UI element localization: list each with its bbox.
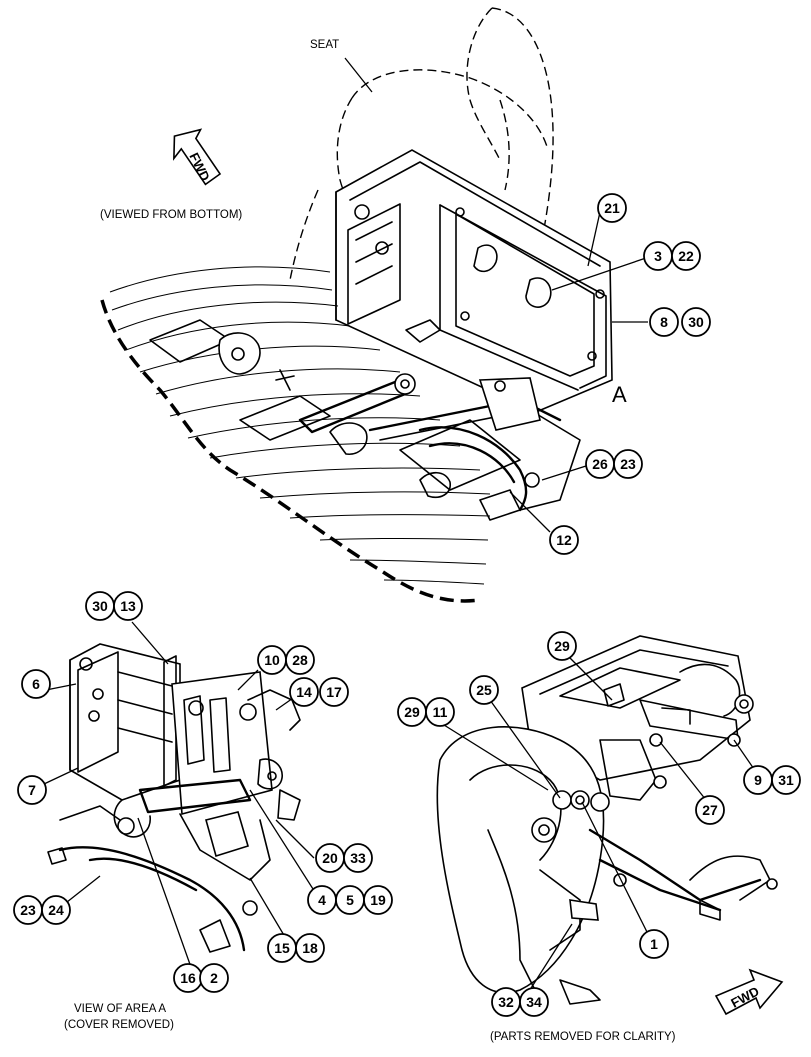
callout-9: 9 xyxy=(743,765,773,795)
fwd-arrow-top: FWD xyxy=(173,128,222,186)
callout-19: 19 xyxy=(363,885,393,915)
svg-text:10: 10 xyxy=(264,652,280,668)
svg-text:25: 25 xyxy=(476,682,492,698)
svg-text:9: 9 xyxy=(754,772,762,788)
callout-25: 25 xyxy=(469,675,499,705)
svg-text:26: 26 xyxy=(592,456,608,472)
callout-10: 10 xyxy=(257,645,287,675)
callout-23: 23 xyxy=(613,449,643,479)
fwd-arrow-bottom: FWD xyxy=(714,968,784,1016)
callout-26: 26 xyxy=(585,449,615,479)
svg-text:6: 6 xyxy=(32,676,40,692)
svg-text:22: 22 xyxy=(678,248,694,264)
svg-text:20: 20 xyxy=(322,850,338,866)
svg-text:29: 29 xyxy=(554,638,570,654)
callout-31: 31 xyxy=(771,765,801,795)
seat-outline xyxy=(289,7,554,281)
svg-text:4: 4 xyxy=(318,892,326,908)
callout-30: 30 xyxy=(85,591,115,621)
svg-text:7: 7 xyxy=(28,782,36,798)
callout-17: 17 xyxy=(319,677,349,707)
callout-15: 15 xyxy=(267,933,297,963)
callout-8: 8 xyxy=(649,307,679,337)
callout-22: 22 xyxy=(671,241,701,271)
callout-23: 23 xyxy=(13,895,43,925)
linkage-mechanism xyxy=(218,332,581,521)
callout-4: 4 xyxy=(307,885,337,915)
svg-text:5: 5 xyxy=(346,892,354,908)
callout-27: 27 xyxy=(695,795,725,825)
svg-text:8: 8 xyxy=(660,314,668,330)
callouts: 21 3 22 8 30 26 23 12 30 13 10 28 14 17 … xyxy=(13,193,801,1017)
callout-3: 3 xyxy=(643,241,673,271)
fwd-label-top: FWD xyxy=(186,150,212,183)
svg-text:23: 23 xyxy=(20,902,36,918)
view-of-area-a: VIEW OF AREA A (COVER REMOVED) xyxy=(43,621,321,1031)
callout-34: 34 xyxy=(519,987,549,1017)
cover-removed-label: (COVER REMOVED) xyxy=(64,1019,174,1031)
callout-30: 30 xyxy=(681,307,711,337)
svg-text:28: 28 xyxy=(292,652,308,668)
callout-6: 6 xyxy=(21,669,51,699)
callout-29: 29 xyxy=(547,631,577,661)
callout-20: 20 xyxy=(315,843,345,873)
svg-text:15: 15 xyxy=(274,940,290,956)
seat-label: SEAT xyxy=(310,39,339,51)
svg-text:11: 11 xyxy=(433,704,448,720)
svg-text:30: 30 xyxy=(688,314,704,330)
seat-base-box xyxy=(335,149,613,413)
svg-text:29: 29 xyxy=(404,704,420,720)
fwd-label-bottom: FWD xyxy=(728,983,761,1010)
callout-16: 16 xyxy=(173,963,203,993)
viewed-from-bottom-label: (VIEWED FROM BOTTOM) xyxy=(100,209,242,221)
svg-text:21: 21 xyxy=(604,200,620,216)
area-a-label: A xyxy=(612,382,627,407)
svg-text:34: 34 xyxy=(526,994,542,1010)
svg-text:12: 12 xyxy=(556,532,572,548)
callout-32: 32 xyxy=(491,987,521,1017)
callout-33: 33 xyxy=(343,843,373,873)
svg-text:33: 33 xyxy=(350,850,366,866)
svg-text:2: 2 xyxy=(210,970,218,986)
svg-text:13: 13 xyxy=(120,598,136,614)
callout-13: 13 xyxy=(113,591,143,621)
svg-text:18: 18 xyxy=(302,940,318,956)
parts-removed-label: (PARTS REMOVED FOR CLARITY) xyxy=(490,1031,676,1043)
callout-29: 29 xyxy=(397,697,427,727)
top-view: FWD SEAT (VIEWED FROM BOTTOM) A xyxy=(100,7,648,603)
callout-1: 1 xyxy=(639,929,669,959)
svg-text:17: 17 xyxy=(326,684,342,700)
callout-28: 28 xyxy=(285,645,315,675)
svg-text:3: 3 xyxy=(654,248,662,264)
svg-text:31: 31 xyxy=(778,772,794,788)
callout-18: 18 xyxy=(295,933,325,963)
callout-14: 14 xyxy=(289,677,319,707)
view-of-area-a-label: VIEW OF AREA A xyxy=(74,1003,166,1015)
callout-21: 21 xyxy=(597,193,627,223)
svg-text:32: 32 xyxy=(498,994,514,1010)
callout-2: 2 xyxy=(199,963,229,993)
svg-text:16: 16 xyxy=(180,970,196,986)
svg-text:1: 1 xyxy=(650,936,658,952)
svg-text:27: 27 xyxy=(702,802,718,818)
callout-12: 12 xyxy=(549,525,579,555)
callout-5: 5 xyxy=(335,885,365,915)
svg-text:23: 23 xyxy=(620,456,636,472)
svg-text:30: 30 xyxy=(92,598,108,614)
svg-text:14: 14 xyxy=(296,684,312,700)
callout-11: 11 xyxy=(425,697,455,727)
callout-7: 7 xyxy=(17,775,47,805)
svg-text:24: 24 xyxy=(48,902,64,918)
callout-24: 24 xyxy=(41,895,71,925)
svg-text:19: 19 xyxy=(370,892,386,908)
parts-removed-view: FWD (PARTS REMOVED FOR CLARITY) xyxy=(435,635,784,1043)
